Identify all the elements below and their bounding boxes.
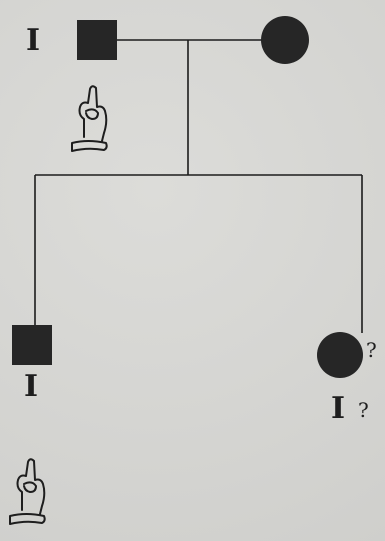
daughter-symbol-query: ? xyxy=(366,340,377,360)
daughter-affected-female-symbol xyxy=(317,332,363,378)
pointing-hand-icon xyxy=(72,86,107,151)
son-generation-label: I xyxy=(24,372,38,402)
son-affected-male-symbol xyxy=(12,325,52,365)
daughter-label-query: ? xyxy=(358,400,369,420)
daughter-generation-label: I xyxy=(331,394,345,424)
mother-affected-female-symbol xyxy=(261,16,309,64)
father-generation-label: I xyxy=(26,26,40,56)
father-affected-male-symbol xyxy=(77,20,117,60)
pointing-hand-icon xyxy=(10,459,45,524)
